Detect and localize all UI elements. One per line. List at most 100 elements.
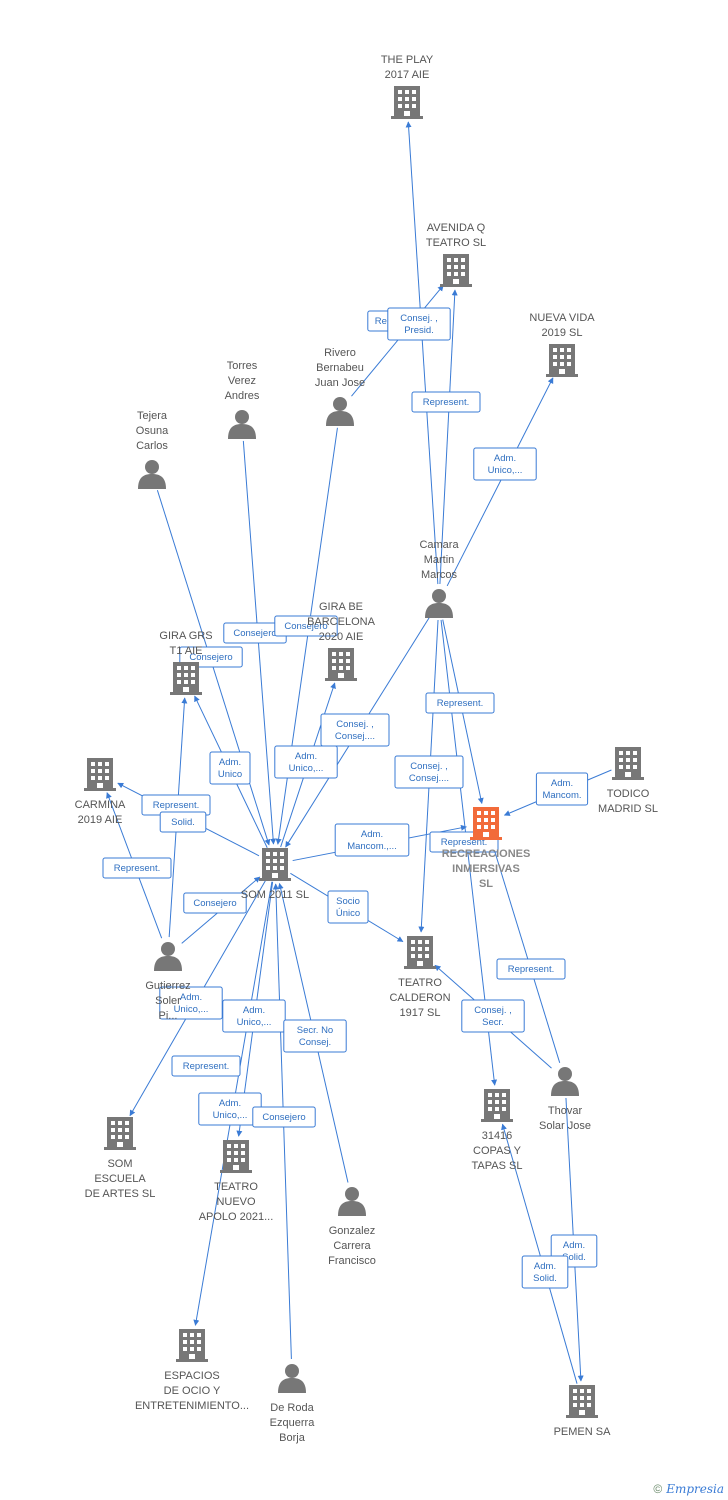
node-label: Bernabeu: [316, 362, 364, 374]
node-som2011[interactable]: SOM 2011 SL: [241, 848, 309, 901]
node-label: THE PLAY: [381, 54, 434, 66]
building-icon: [325, 648, 357, 681]
edge-label[interactable]: Consejero: [183, 892, 247, 914]
edge-label[interactable]: Consej. ,Consej....: [320, 713, 390, 747]
edge-label-text: Presid.: [404, 325, 434, 336]
edge-label[interactable]: Adm.Unico,...: [274, 745, 338, 779]
edge-label-text: Adm.: [219, 1098, 241, 1109]
edge-label[interactable]: Consej. ,Secr.: [461, 999, 525, 1033]
edge-label[interactable]: Adm.Mancom.,...: [334, 823, 410, 857]
edge-label-text: Adm.: [243, 1005, 265, 1016]
footer-credit: ©Empresia: [653, 1482, 724, 1496]
edge-label-text: Mancom.: [542, 790, 581, 801]
brand-logo[interactable]: Empresia: [666, 1482, 724, 1496]
node-label: 2017 AIE: [385, 69, 430, 81]
edge-camara-avenida_q: [439, 289, 458, 585]
edge-label-text: Consejero: [233, 628, 276, 639]
edge-label-text: Consejero: [262, 1112, 305, 1123]
edge-label[interactable]: Adm.Unico,...: [159, 986, 223, 1020]
edge-rivero-avenida_q: [351, 284, 444, 397]
node-label: Andres: [225, 390, 260, 402]
edge-label[interactable]: Represent.: [425, 692, 495, 714]
edge-label[interactable]: Represent.: [411, 391, 481, 413]
edge-label[interactable]: Consejero: [252, 1106, 316, 1128]
edge-label[interactable]: Consejero: [223, 622, 287, 644]
node-label: Camara: [419, 539, 459, 551]
node-label: RECREACIONES: [442, 848, 531, 860]
edge-label-text: Unico,...: [488, 465, 523, 476]
edge-label[interactable]: Adm.Solid.: [521, 1255, 569, 1289]
node-label: DE ARTES SL: [85, 1188, 156, 1200]
edge-label[interactable]: Solid.: [159, 811, 207, 833]
edge-label-text: Represent.: [508, 964, 554, 975]
node-label: DE OCIO Y: [164, 1385, 221, 1397]
node-pemen[interactable]: PEMEN SA: [554, 1385, 612, 1438]
node-label: 2020 AIE: [319, 631, 364, 643]
node-label: MADRID SL: [598, 803, 658, 815]
node-label: Francisco: [328, 1255, 376, 1267]
node-the-play[interactable]: THE PLAY 2017 AIE: [381, 54, 434, 119]
edge-label[interactable]: Represent.: [102, 857, 172, 879]
node-label: Gutierrez: [145, 980, 190, 992]
node-label: TEATRO SL: [426, 237, 486, 249]
edge-label-text: Consejero: [189, 652, 232, 663]
edge-label-text: Adm.: [295, 751, 317, 762]
node-gutierrez[interactable]: GutierrezSolerPi...: [145, 942, 191, 1022]
building-icon: [220, 1140, 252, 1173]
edge-label-text: Unico,...: [174, 1004, 209, 1015]
edge-label[interactable]: Adm.Unico,...: [473, 447, 537, 481]
edge-label-text: Secr.: [482, 1017, 504, 1028]
edge-camara-nueva_vida: [446, 377, 554, 587]
edge-label-text: Unico: [218, 769, 242, 780]
node-label: PEMEN SA: [554, 1426, 612, 1438]
edge-label[interactable]: Consejero: [274, 615, 338, 637]
node-label: SOM: [107, 1158, 132, 1170]
edge-label[interactable]: Adm.Mancom.: [535, 772, 589, 806]
building-icon: [440, 254, 472, 287]
edge-label[interactable]: Consej. ,Presid.: [387, 307, 451, 341]
node-label: 2019 SL: [542, 327, 583, 339]
node-label: SOM 2011 SL: [241, 889, 309, 901]
edge-label-text: Represent.: [114, 863, 160, 874]
node-label: SL: [479, 878, 493, 890]
node-label: 1917 SL: [400, 1007, 441, 1019]
building-icon: [566, 1385, 598, 1418]
edge-label-text: Represent.: [153, 800, 199, 811]
edge-label-text: Adm.: [551, 778, 573, 789]
node-label: T1 AIE: [169, 645, 202, 657]
edge-label[interactable]: Adm.Unico,...: [222, 999, 286, 1033]
edge-label[interactable]: Consej. ,Consej....: [394, 755, 464, 789]
edge-label[interactable]: Adm.Unico: [209, 751, 251, 785]
edge-label-text: Adm.: [494, 453, 516, 464]
node-label: TEATRO: [398, 977, 442, 989]
edge-label[interactable]: Represent.: [496, 958, 566, 980]
edge-label-text: Secr. No: [297, 1025, 333, 1036]
edge-label[interactable]: Adm.Unico,...: [198, 1092, 262, 1126]
node-label: De Roda: [270, 1402, 314, 1414]
edge-label[interactable]: Represent.: [171, 1055, 241, 1077]
edge-label-text: Único: [336, 908, 360, 919]
edge-label-text: Unico,...: [237, 1017, 272, 1028]
